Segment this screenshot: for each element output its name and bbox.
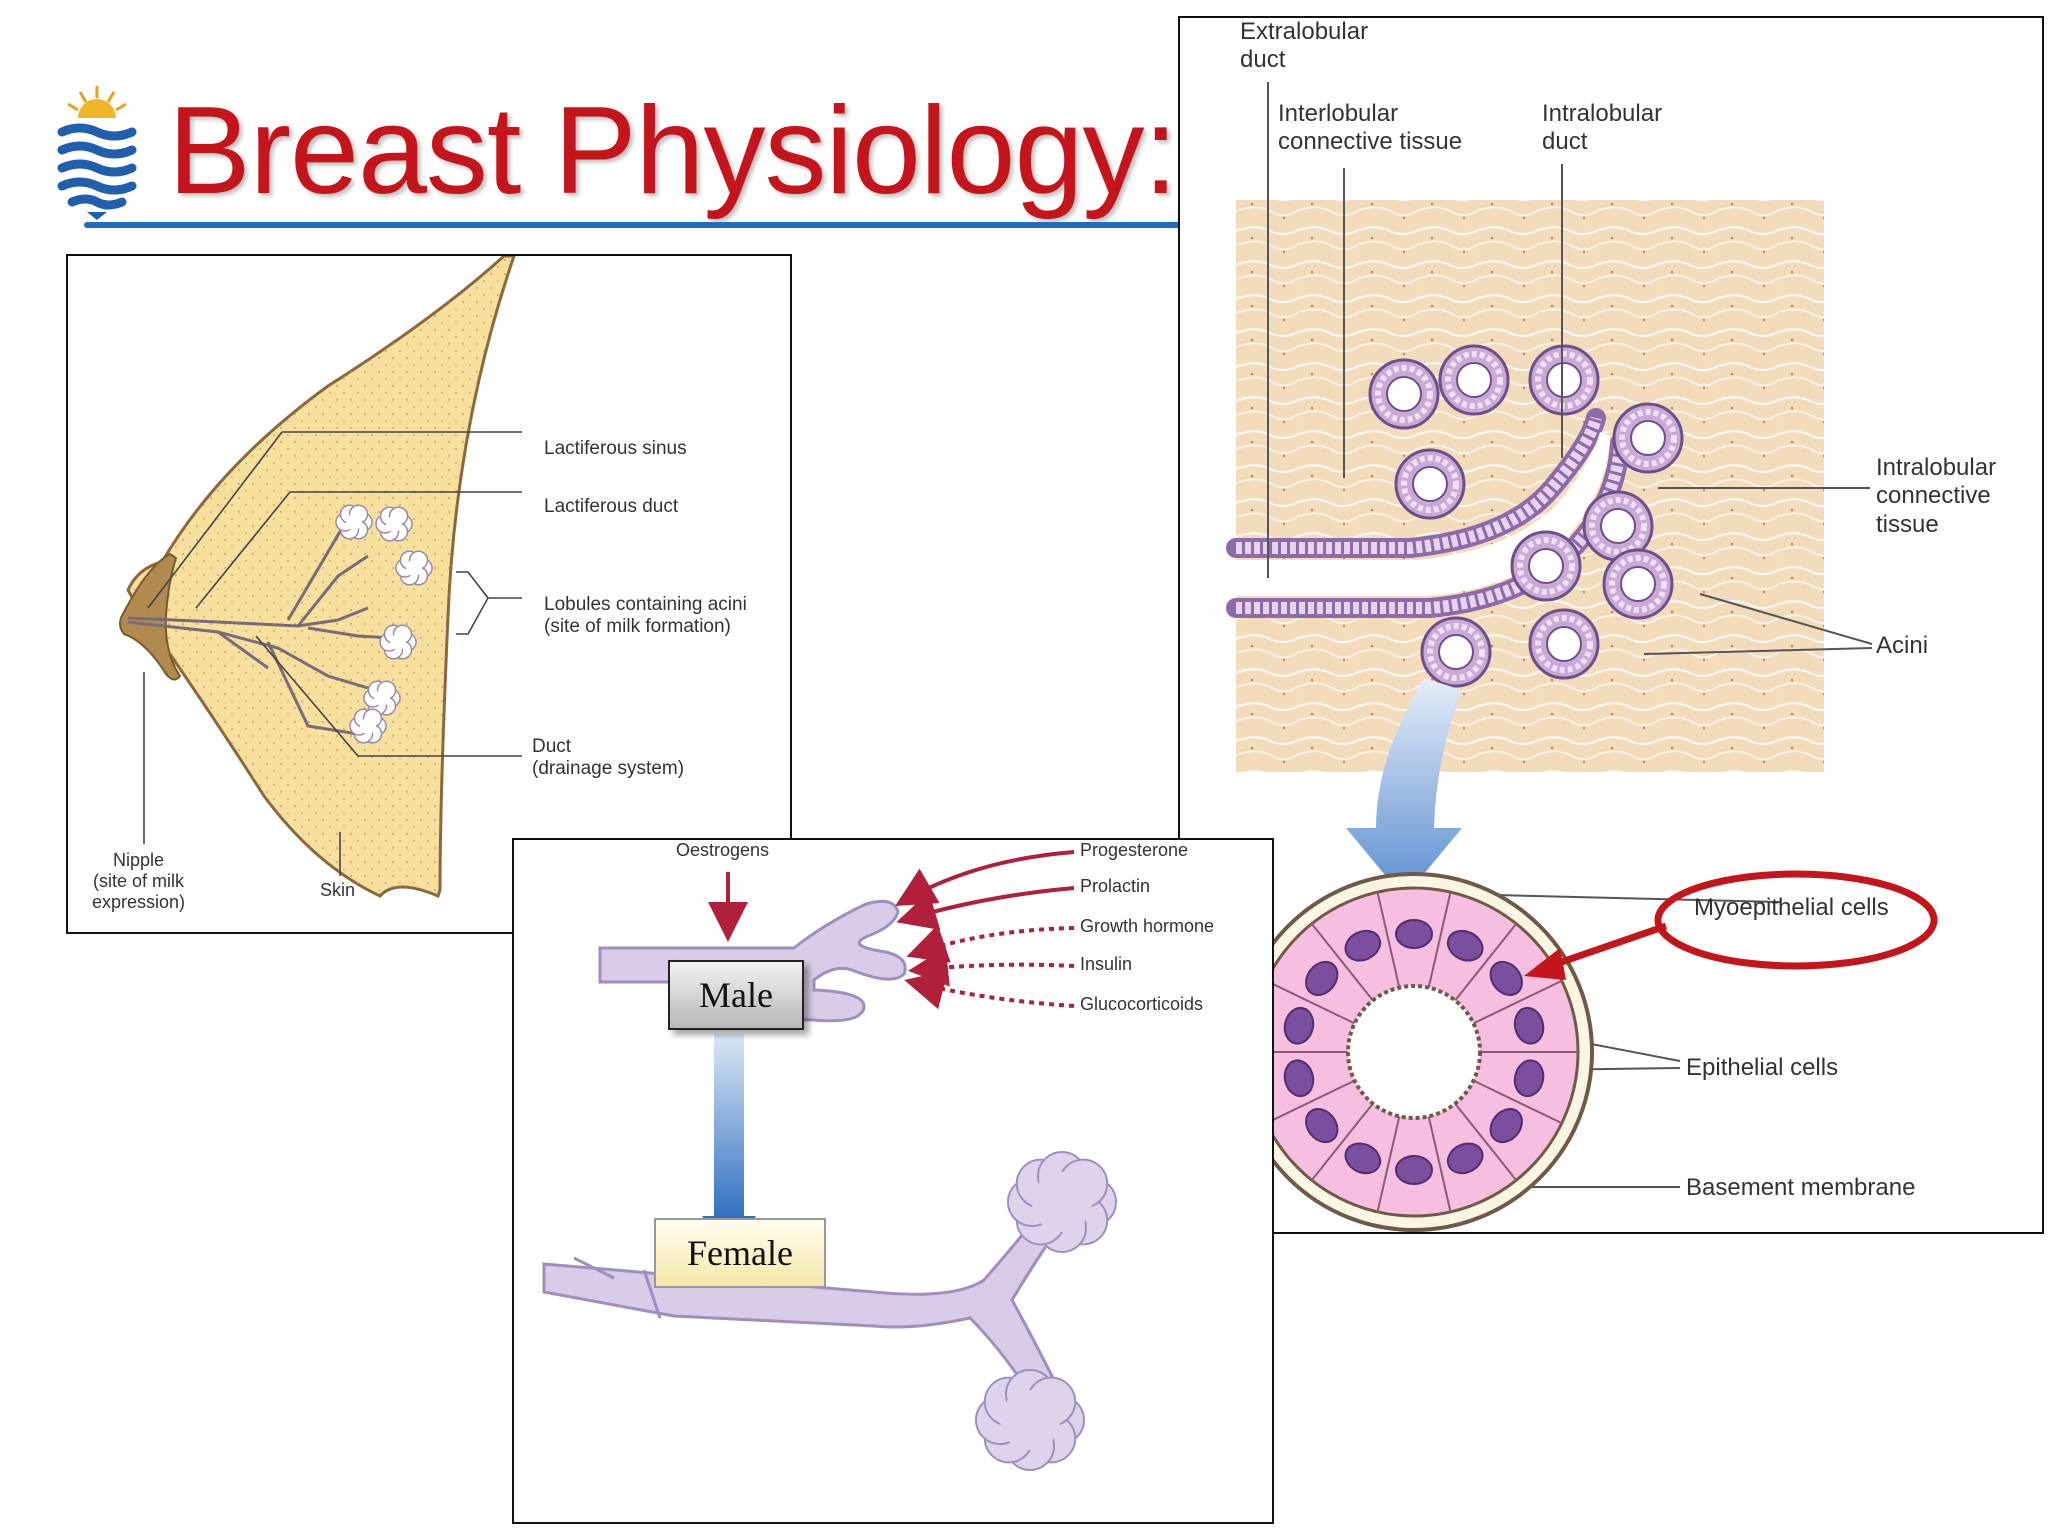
hormone-drawing <box>542 850 1117 1471</box>
label-myoepithelial-cells: Myoepithelial cells <box>1694 894 1889 921</box>
title-rule <box>84 222 1184 228</box>
breast-anatomy-drawing <box>119 256 522 899</box>
male-label-box: Male <box>668 960 804 1030</box>
label-insulin: Insulin <box>1080 954 1133 974</box>
histology-drawing <box>1226 82 1938 1232</box>
label-lobules: Lobules containing acini (site of milk f… <box>544 594 747 638</box>
label-skin: Skin <box>320 880 356 900</box>
anatomy-panel: Lactiferous sinus Lactiferous duct Lobul… <box>66 254 792 934</box>
hormone-panel: Oestrogens Progesterone Prolactin Growth… <box>512 838 1274 1524</box>
myoepithelial-annotation <box>1524 870 1938 980</box>
label-intralobular-duct: Intralobular duct <box>1542 100 1663 156</box>
label-growth-hormone: Growth hormone <box>1080 916 1215 936</box>
label-epithelial-cells: Epithelial cells <box>1686 1054 1839 1081</box>
acinus-cross-section <box>1234 872 1594 1232</box>
label-nipple: Nipple (site of milk expression) <box>92 850 186 913</box>
female-label-box: Female <box>654 1218 826 1288</box>
female-duct <box>542 1151 1117 1471</box>
acini-group <box>1368 344 1684 688</box>
histology-panel: Extralobular duct Interlobular connectiv… <box>1178 16 2044 1234</box>
label-lactiferous-duct: Lactiferous duct <box>544 496 679 517</box>
label-basement-membrane: Basement membrane <box>1686 1174 1916 1201</box>
label-progesterone: Progesterone <box>1080 840 1189 860</box>
label-oestrogens: Oestrogens <box>676 840 770 860</box>
label-acini: Acini <box>1876 632 1929 659</box>
slide-title: Breast Physiology: <box>168 82 1178 220</box>
label-interlobular-tissue: Interlobular connective tissue <box>1278 100 1463 156</box>
label-extralobular-duct: Extralobular duct <box>1240 18 1369 74</box>
label-intralobular-tissue: Intralobular connective tissue <box>1876 454 1997 538</box>
label-prolactin: Prolactin <box>1080 876 1151 896</box>
label-glucocorticoids: Glucocorticoids <box>1080 994 1204 1014</box>
label-duct: Duct (drainage system) <box>532 736 685 780</box>
label-lactiferous-sinus: Lactiferous sinus <box>544 438 687 459</box>
zoom-arrow-icon <box>1346 678 1462 898</box>
waves-sun-logo-icon <box>57 86 137 220</box>
